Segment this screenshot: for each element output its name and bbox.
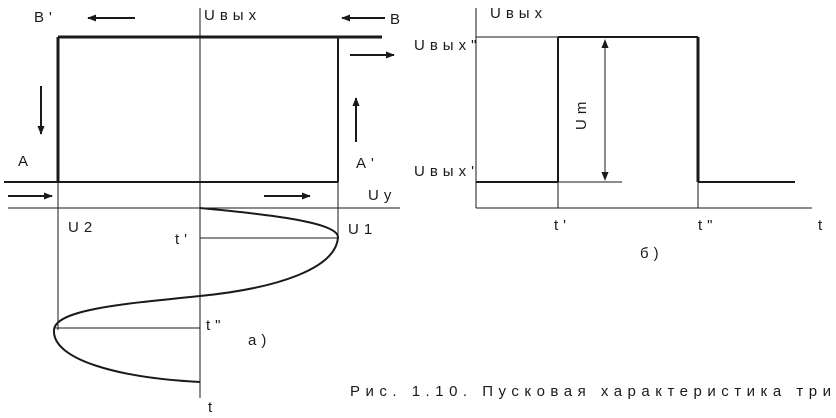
- t-double-label: t": [206, 317, 226, 334]
- sub-label-b: б): [640, 245, 664, 262]
- y-axis-label-right: Uвых: [490, 5, 547, 22]
- t-axis-label-right: t: [818, 217, 827, 234]
- t-axis-label: t: [208, 399, 217, 416]
- amplitude-label: Um: [573, 97, 590, 130]
- figure-caption: Рис. 1.10. Пусковая характеристика тригг…: [350, 383, 836, 400]
- point-b-prime-label: B': [34, 9, 57, 26]
- low-level-label: Uвых': [414, 163, 479, 180]
- high-level-label: Uвых": [414, 37, 481, 54]
- output-pulse-diagram: Uвых Uвых" Uвых' Um t' t" t б): [414, 5, 827, 262]
- hysteresis-diagram: Uвых Uу B' B A A' U2 U1 t' t" t а): [4, 7, 405, 416]
- t-prime-label: t': [175, 231, 192, 248]
- u1-label: U1: [348, 221, 377, 238]
- sub-label-a: а): [248, 332, 271, 349]
- point-a-label: A: [18, 153, 33, 170]
- y-axis-label: Uвых: [204, 7, 261, 24]
- point-b-label: B: [390, 11, 405, 28]
- t-prime-label-right: t': [554, 217, 571, 234]
- t-double-label-right: t": [698, 217, 718, 234]
- point-a-prime-label: A': [356, 155, 379, 172]
- input-signal-curve: [52, 207, 339, 383]
- u2-label: U2: [68, 219, 97, 236]
- x-axis-label: Uу: [368, 187, 396, 204]
